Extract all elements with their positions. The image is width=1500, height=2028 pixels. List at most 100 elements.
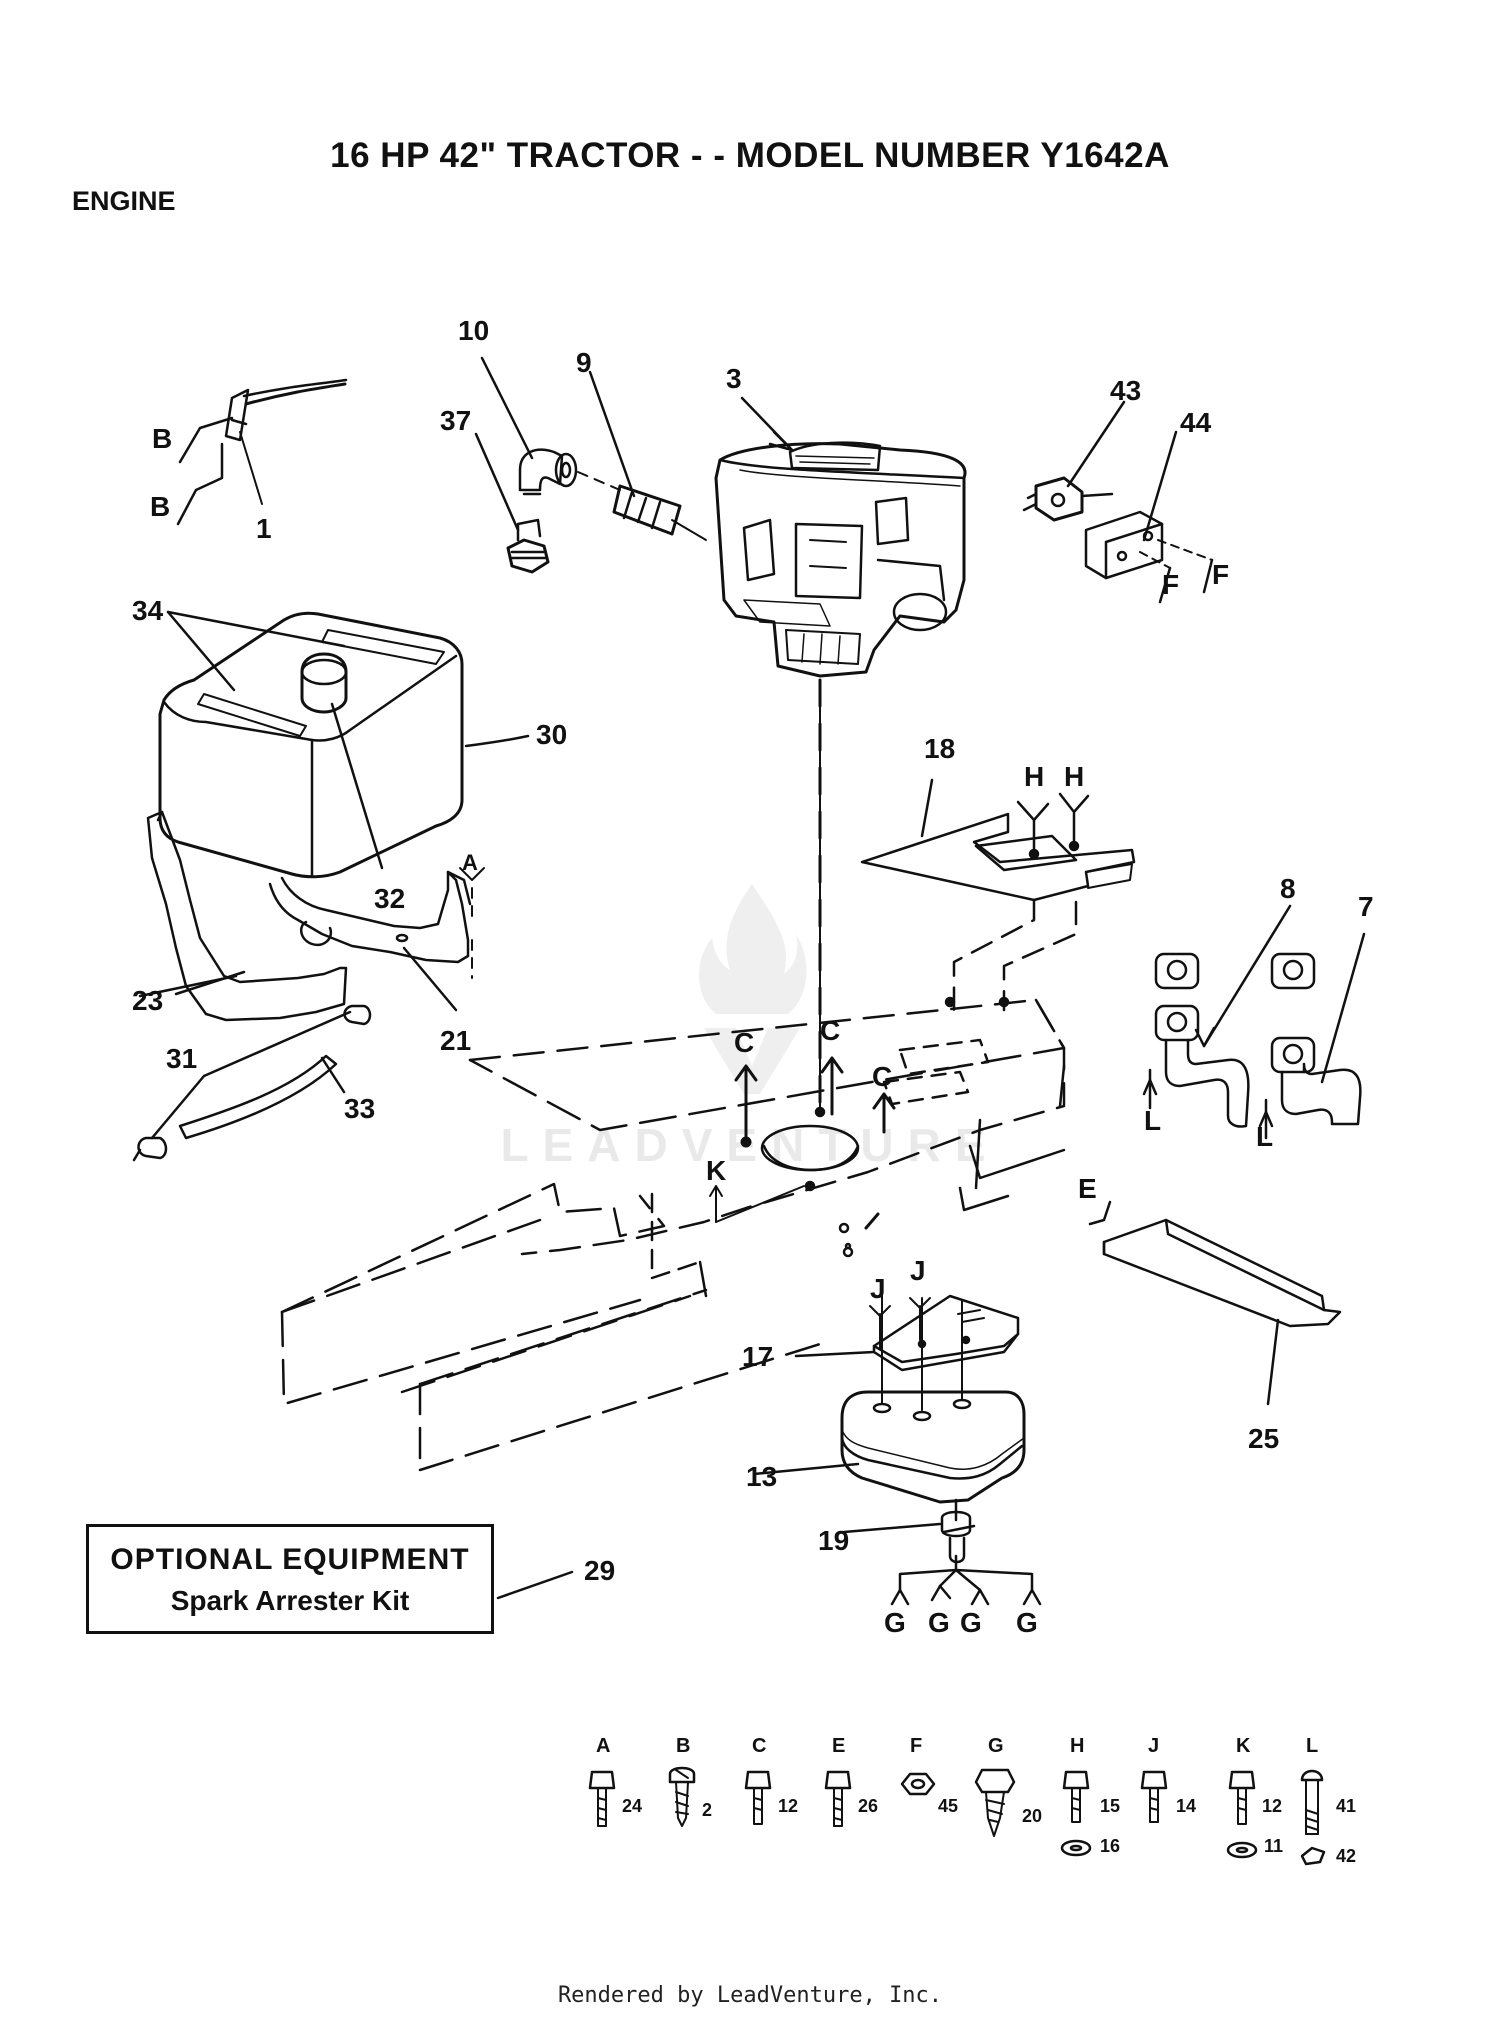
fastener-e-letter: E: [832, 1735, 845, 1757]
ref-j-2: J: [910, 1255, 926, 1286]
callout-43: 43: [1110, 375, 1141, 406]
part-7-exhaust-pipe: [1258, 932, 1366, 1140]
fastener-g-part: 20: [1022, 1806, 1042, 1826]
fastener-ref-arrows: [459, 867, 931, 1349]
fastener-b-part: 2: [702, 1800, 712, 1820]
fastener-f-part: 45: [938, 1796, 958, 1816]
part-37-fitting: [474, 432, 550, 574]
fastener-k-bolt: K 12 11: [1226, 1735, 1283, 1859]
callout-44: 44: [1180, 407, 1212, 438]
fastener-k-washer: 11: [1264, 1836, 1283, 1856]
fastener-j-letter: J: [1148, 1735, 1159, 1757]
ref-l-1: L: [1144, 1105, 1161, 1136]
fastener-h-bolt: H 15 16: [1060, 1735, 1120, 1857]
fastener-l-washer: 42: [1336, 1846, 1356, 1866]
callout-19: 19: [818, 1525, 849, 1556]
ref-c-1: C: [734, 1027, 754, 1058]
ref-f-2: F: [1212, 559, 1229, 590]
fastener-a-letter: A: [596, 1735, 610, 1757]
part-10-elbow-fitting: [480, 356, 578, 496]
fastener-a-bolt: A 24: [588, 1735, 642, 1827]
ref-f-1: F: [1162, 569, 1179, 600]
callout-25: 25: [1248, 1423, 1279, 1454]
part-25-muffler-guard: [1088, 1200, 1342, 1406]
ref-c-3: C: [872, 1061, 892, 1092]
page-title: 16 HP 42" TRACTOR - - MODEL NUMBER Y1642…: [330, 136, 1170, 175]
fastener-c-letter: C: [752, 1735, 766, 1757]
part-44-bracket: [1084, 430, 1214, 604]
fastener-a-part: 24: [622, 1796, 642, 1816]
ref-a: A: [462, 850, 478, 875]
section-label: ENGINE: [72, 186, 176, 216]
footer-credit: Rendered by LeadVenture, Inc.: [557, 1983, 943, 2008]
ref-h-2: H: [1064, 761, 1084, 792]
fastener-e-part: 26: [858, 1796, 878, 1816]
fastener-f-letter: F: [910, 1735, 922, 1757]
part-19-exhaust-outlet: [842, 1498, 1042, 1606]
fastener-h-washer: 16: [1100, 1836, 1120, 1856]
callout-29: 29: [584, 1555, 615, 1586]
callout-21: 21: [440, 1025, 471, 1056]
ref-g-4: G: [1016, 1607, 1038, 1638]
fastener-j-part: 14: [1176, 1796, 1196, 1816]
callout-23: 23: [132, 985, 163, 1016]
callout-31: 31: [166, 1043, 197, 1074]
part-18-heat-shield: [860, 778, 1136, 1012]
part-23-tank-support: [138, 810, 348, 1022]
fastener-e-bolt: E 26: [824, 1735, 878, 1827]
part-21-tank-strap: [268, 870, 473, 1012]
callout-34: 34: [132, 595, 164, 626]
callout-numbers: 1 3 7 8 9 10 13 17 18 19 21 23 25 29 30 …: [132, 315, 1374, 1586]
ref-e: E: [1078, 1173, 1097, 1204]
fastener-l-letter: L: [1306, 1735, 1318, 1757]
callout-7: 7: [1358, 891, 1374, 922]
ref-b-2: B: [150, 491, 170, 522]
leader-34a: [166, 610, 236, 692]
part-43-switch: [1022, 400, 1126, 522]
callout-9: 9: [576, 347, 592, 378]
fastener-j-bolt: J 14: [1140, 1735, 1196, 1823]
ref-c-2: C: [820, 1015, 840, 1046]
fastener-key: A 24 B 2 C 12 E 26 F: [588, 1735, 1356, 1866]
part-9-fuel-hose: [577, 370, 707, 541]
callout-30: 30: [536, 719, 567, 750]
ref-g-3: G: [960, 1607, 982, 1638]
ref-b-1: B: [152, 423, 172, 454]
fastener-l-bolt: L 41 42: [1300, 1735, 1356, 1866]
part-13-muffler: [752, 1289, 1026, 1504]
ref-l-2: L: [1256, 1121, 1273, 1152]
ref-k: K: [706, 1155, 726, 1186]
callout-3: 3: [726, 363, 742, 394]
optional-equipment-box: OPTIONAL EQUIPMENT Spark Arrester Kit: [86, 1524, 494, 1634]
fastener-b-letter: B: [676, 1735, 690, 1757]
callout-37: 37: [440, 405, 471, 436]
fastener-b-screw: B 2: [668, 1735, 712, 1827]
fastener-k-part: 12: [1262, 1796, 1282, 1816]
part-31-hose-clamp: [132, 1004, 372, 1162]
ref-h-1: H: [1024, 761, 1044, 792]
leader-32: [330, 702, 384, 870]
part-1-cable-clip: [176, 378, 348, 526]
part-3-engine: [714, 396, 967, 678]
fastener-l-part: 41: [1336, 1796, 1356, 1816]
fastener-k-letter: K: [1236, 1735, 1251, 1757]
ref-j-1: J: [870, 1273, 886, 1304]
fastener-g-letter: G: [988, 1735, 1004, 1757]
optional-equipment-title: OPTIONAL EQUIPMENT: [110, 1543, 470, 1576]
part-17-muffler-bracket: [794, 1294, 1020, 1372]
tractor-frame: [280, 996, 1066, 1472]
callout-1: 1: [256, 513, 272, 544]
callout-10: 10: [458, 315, 489, 346]
fastener-c-bolt: C 12: [744, 1735, 798, 1825]
fastener-h-letter: H: [1070, 1735, 1084, 1757]
leader-29: [496, 1570, 574, 1600]
ref-g-2: G: [928, 1607, 950, 1638]
fastener-g-screw: G 20: [974, 1735, 1042, 1837]
part-30-fuel-tank: [158, 611, 530, 879]
fastener-c-part: 12: [778, 1796, 798, 1816]
callout-8: 8: [1280, 873, 1296, 904]
reference-letters: B B A C C C K H H J J E F F L L G G G G: [150, 423, 1273, 1638]
fastener-f-nut: F 45: [900, 1735, 958, 1816]
callout-33: 33: [344, 1093, 375, 1124]
part-8-exhaust-pipe: [1142, 904, 1292, 1128]
